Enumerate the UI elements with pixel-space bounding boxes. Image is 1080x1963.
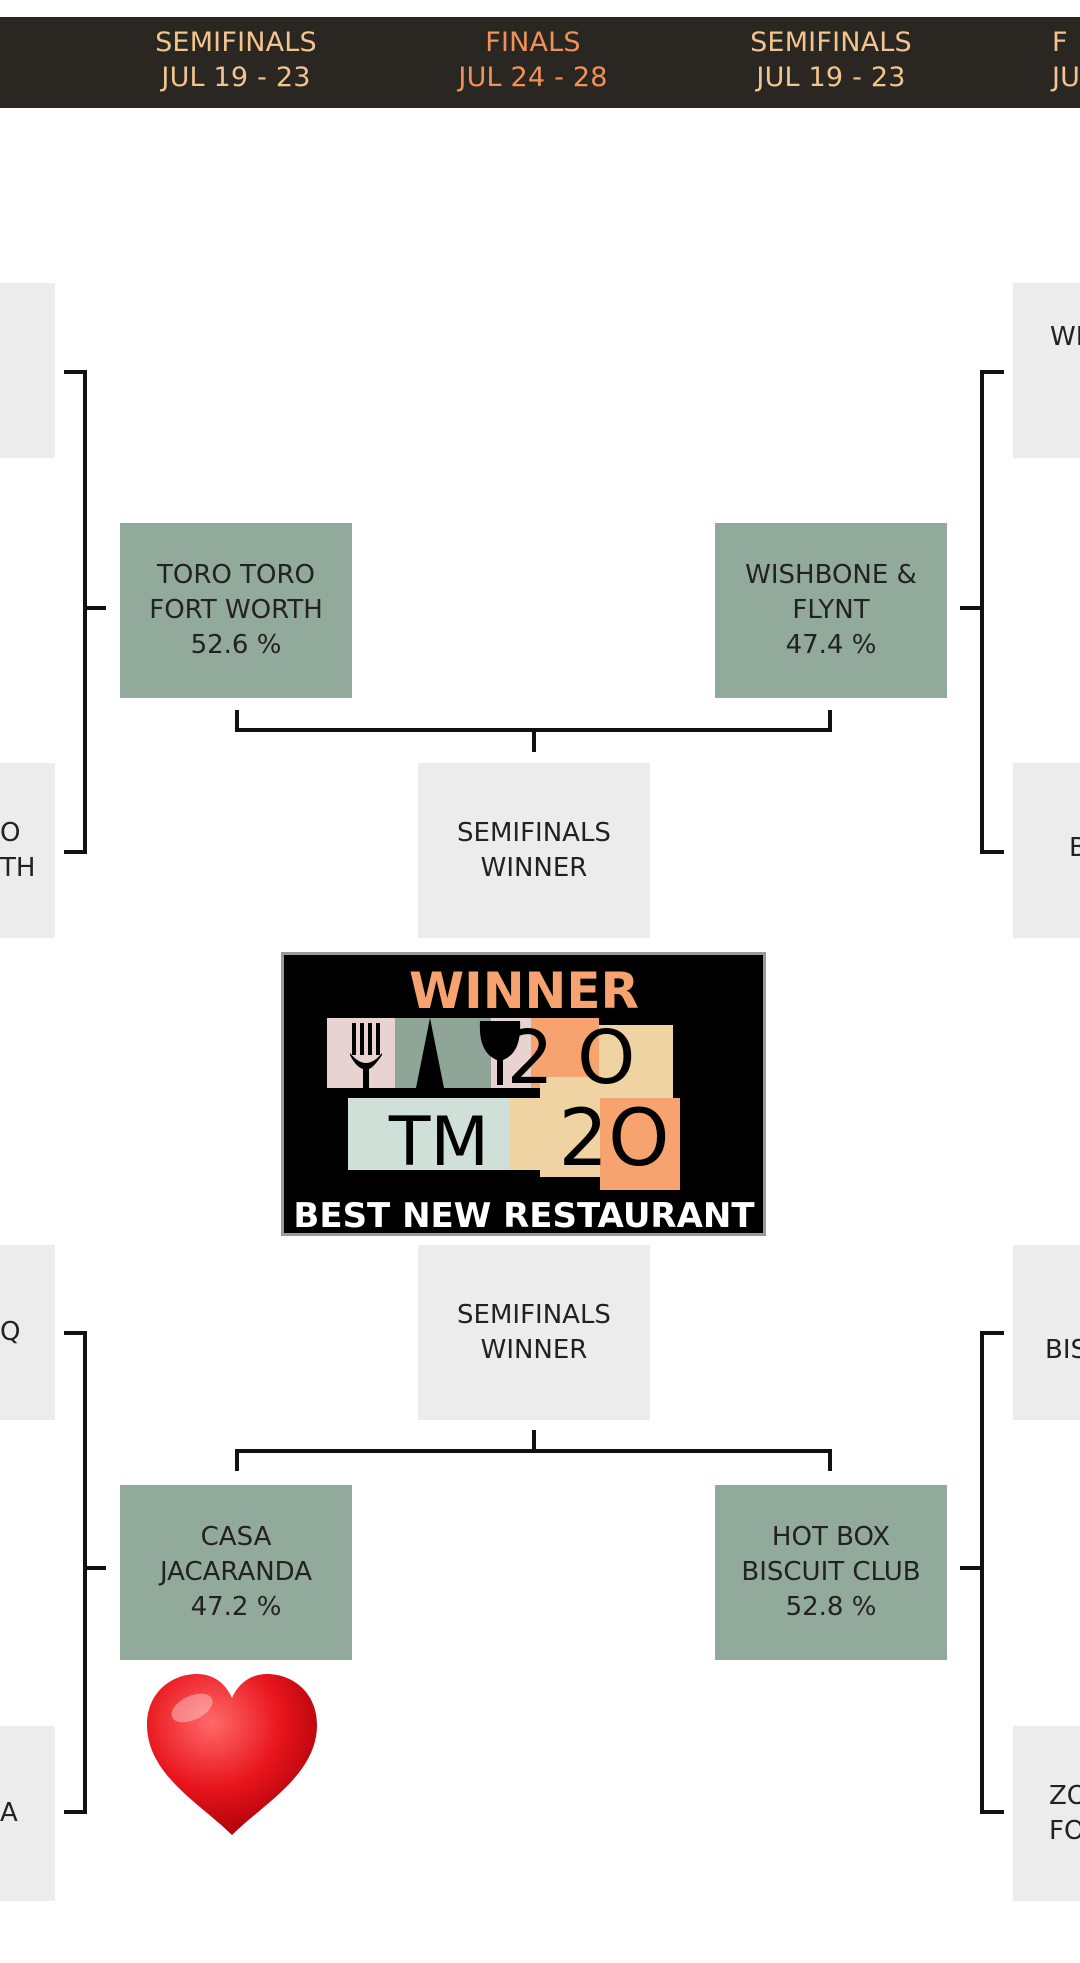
winner-badge-graphic: WINNER 2 O TM 2O BEST NEW REST (293, 962, 755, 1233)
red-heart-icon (147, 1674, 317, 1835)
bracket-line (828, 710, 832, 732)
bracket-slot-left-bottom[interactable]: A (0, 1726, 55, 1901)
semifinals-winner-top[interactable]: SEMIFINALS WINNER (418, 763, 650, 938)
matchup-casa-jacaranda[interactable]: CASA JACARANDA 47.2 % (120, 1485, 352, 1660)
round-header: 3 SEMIFINALS JUL 19 - 23 FINALS JUL 24 -… (0, 17, 1080, 108)
matchup-toro-toro[interactable]: TORO TORO FORT WORTH 52.6 % (120, 523, 352, 698)
bracket-line (980, 1810, 1004, 1814)
bracket-line (960, 606, 982, 610)
winner-badge[interactable]: WINNER 2 O TM 2O BEST NEW REST (281, 952, 766, 1236)
bracket-line (828, 1449, 832, 1471)
vote-percentage: 52.6 % (190, 630, 282, 660)
round-label-right-edge[interactable]: F JU (1052, 27, 1080, 93)
bracket-slot-right-bottom[interactable]: ZO FO (1013, 1726, 1080, 1901)
knife-icon (416, 1018, 444, 1088)
bracket-line (64, 370, 86, 374)
bracket-slot-right-lower[interactable]: H BIS (1013, 1245, 1080, 1420)
bracket-line (960, 1566, 982, 1570)
bracket-line (86, 606, 106, 610)
restaurant-name: BISCUIT CLUB (741, 1557, 921, 1587)
matchup-hot-box-biscuit-club[interactable]: HOT BOX BISCUIT CLUB 52.8 % (715, 1485, 947, 1660)
fork-icon (350, 1023, 382, 1095)
restaurant-name: CASA (200, 1522, 272, 1552)
badge-year-bottom: 2O (558, 1094, 669, 1184)
round-label-semifinals-left[interactable]: SEMIFINALS JUL 19 - 23 (106, 25, 366, 95)
bracket-slot-left-top[interactable] (0, 283, 55, 458)
bracket-line (980, 850, 1004, 854)
round-title: SEMIFINALS (155, 27, 317, 58)
bracket-line (980, 1331, 1004, 1335)
bracket-line (86, 1566, 106, 1570)
bracket-line (532, 1430, 536, 1452)
badge-year-top: 2 O (507, 1015, 636, 1101)
restaurant-name: FORT WORTH (149, 595, 323, 625)
restaurant-name: HOT BOX (771, 1522, 891, 1552)
round-label-semifinals-right[interactable]: SEMIFINALS JUL 19 - 23 (701, 25, 961, 95)
bracket-line (980, 370, 984, 854)
bracket-line (235, 1449, 832, 1453)
bracket-slot-left-mid[interactable]: O TH (0, 763, 55, 938)
matchup-wishbone-flynt[interactable]: WISHBONE & FLYNT 47.4 % (715, 523, 947, 698)
round-title: FINALS (485, 27, 581, 58)
bracket-line (64, 1331, 86, 1335)
bracket-slot-right-top[interactable]: WI (1013, 283, 1080, 458)
bracket-line (980, 370, 1004, 374)
round-dates: JUL 19 - 23 (161, 62, 311, 93)
bracket-line (83, 1331, 87, 1814)
semifinals-winner-bottom[interactable]: SEMIFINALS WINNER (418, 1245, 650, 1420)
round-dates: JUL 19 - 23 (756, 62, 906, 93)
bracket-line (532, 730, 536, 752)
restaurant-name: FLYNT (792, 595, 870, 625)
bracket-line (235, 1449, 239, 1471)
bracket-line (980, 1331, 984, 1814)
vote-percentage: 47.2 % (190, 1592, 282, 1622)
round-dates: JUL 24 - 28 (458, 62, 608, 93)
round-label-finals[interactable]: FINALS JUL 24 - 28 (403, 25, 663, 95)
round-title: SEMIFINALS (750, 27, 912, 58)
vote-percentage: 52.8 % (785, 1592, 877, 1622)
bracket-line (83, 370, 87, 854)
badge-heading: WINNER (409, 962, 639, 1020)
bracket-line (235, 710, 239, 732)
badge-footer: BEST NEW RESTAURANT (293, 1196, 755, 1233)
restaurant-name: TORO TORO (156, 560, 316, 590)
restaurant-name: WISHBONE & (745, 560, 917, 590)
vote-percentage: 47.4 % (785, 630, 877, 660)
wine-glass-icon (479, 1021, 521, 1085)
round-label-left-edge[interactable]: 3 (0, 25, 5, 95)
restaurant-name: JACARANDA (159, 1557, 313, 1587)
badge-letters: TM (388, 1103, 489, 1182)
bracket-slot-right-mid[interactable]: B (1013, 763, 1080, 938)
bracket-line (64, 850, 86, 854)
bracket-slot-left-lower[interactable]: Q (0, 1245, 55, 1420)
bracket-line (64, 1810, 86, 1814)
